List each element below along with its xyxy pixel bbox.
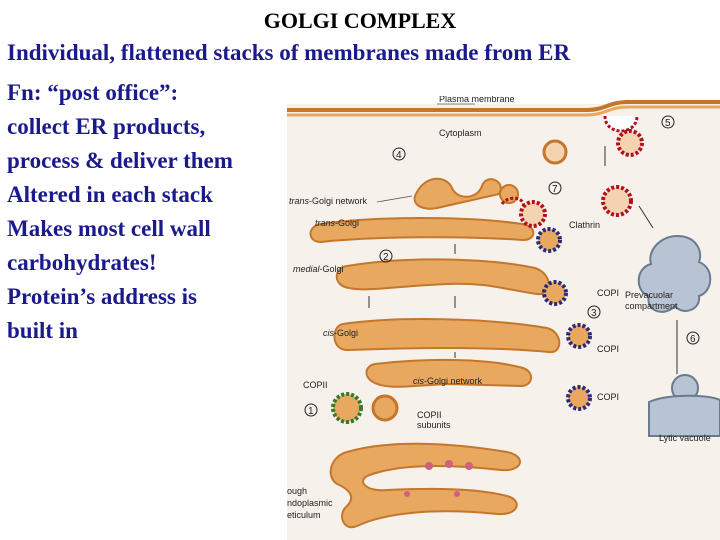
- bullet-line: Altered in each stack: [7, 182, 213, 207]
- prevacuolar-compartment: [637, 234, 712, 313]
- step-number: 2: [383, 252, 389, 263]
- cis-golgi-network-label: cis-Golgi network: [413, 376, 483, 386]
- step-number: 6: [690, 334, 696, 345]
- step-markers: 1 2 3 4 5 6 7: [304, 115, 700, 417]
- copi-label: COPI: [597, 392, 619, 402]
- copii-label: COPII: [303, 380, 328, 390]
- step-number: 1: [308, 406, 314, 417]
- cytoplasm-label: Cytoplasm: [439, 128, 482, 138]
- bullet-line: collect ER products,: [7, 114, 206, 139]
- slide-subtitle: Individual, flattened stacks of membrane…: [7, 40, 571, 65]
- bullet-list: Fn: “post office”: collect ER products, …: [7, 76, 297, 348]
- pathway-arrows: [368, 146, 678, 374]
- copii-vesicle: [331, 392, 363, 424]
- trans-golgi-label: trans-Golgi: [315, 218, 359, 228]
- copi-vesicles: [371, 227, 592, 422]
- golgi-diagram: Plasma membrane Cytoplasm trans-Golgi ne…: [287, 96, 720, 540]
- clathrin-vesicle: [601, 185, 633, 217]
- rough-er-label: ough: [287, 486, 307, 496]
- secretory-vesicles: [542, 115, 644, 165]
- bullet-line: Makes most cell wall: [7, 216, 211, 241]
- step-number: 7: [552, 184, 558, 195]
- bullet-line: Fn: “post office”:: [7, 80, 179, 105]
- medial-golgi-cisterna: [335, 258, 550, 296]
- rough-er-label: ndoplasmic: [287, 498, 333, 508]
- prevacuolar-label: Prevacuolar: [625, 290, 673, 300]
- copi-label: COPI: [597, 288, 619, 298]
- plasma-membrane-label: Plasma membrane: [439, 96, 515, 104]
- copii-subunits-label: COPII: [417, 410, 442, 420]
- bullet-line: built in: [7, 318, 78, 343]
- bullet-line: Protein’s address is: [7, 284, 197, 309]
- cis-golgi-network: [365, 358, 532, 388]
- bullet-line: process & deliver them: [7, 148, 233, 173]
- step-number: 3: [591, 308, 597, 319]
- copii-subunits-label: subunits: [417, 420, 451, 430]
- clathrin-label: Clathrin: [569, 220, 600, 230]
- slide-title: GOLGI COMPLEX: [263, 8, 457, 33]
- plasma-membrane: [287, 100, 720, 112]
- trans-golgi-network: [413, 177, 526, 210]
- prevacuolar-label: compartment: [625, 301, 678, 311]
- cis-golgi-cisterna: [333, 318, 561, 354]
- clathrin-vesicle: [519, 200, 547, 228]
- medial-golgi-label: medial-Golgi: [293, 264, 344, 274]
- rough-er-label: eticulum: [287, 510, 321, 520]
- cis-golgi-label: cis-Golgi: [323, 328, 358, 338]
- lytic-vacuole: [648, 374, 720, 437]
- step-number: 4: [396, 150, 402, 161]
- rough-er: [329, 442, 521, 529]
- copi-label: COPI: [597, 344, 619, 354]
- step-number: 5: [665, 118, 671, 129]
- trans-golgi-cisterna: [309, 217, 535, 244]
- trans-golgi-network-label: trans-Golgi network: [289, 196, 368, 206]
- lytic-vacuole-label: Lytic vacuole: [659, 433, 711, 443]
- bullet-line: carbohydrates!: [7, 250, 157, 275]
